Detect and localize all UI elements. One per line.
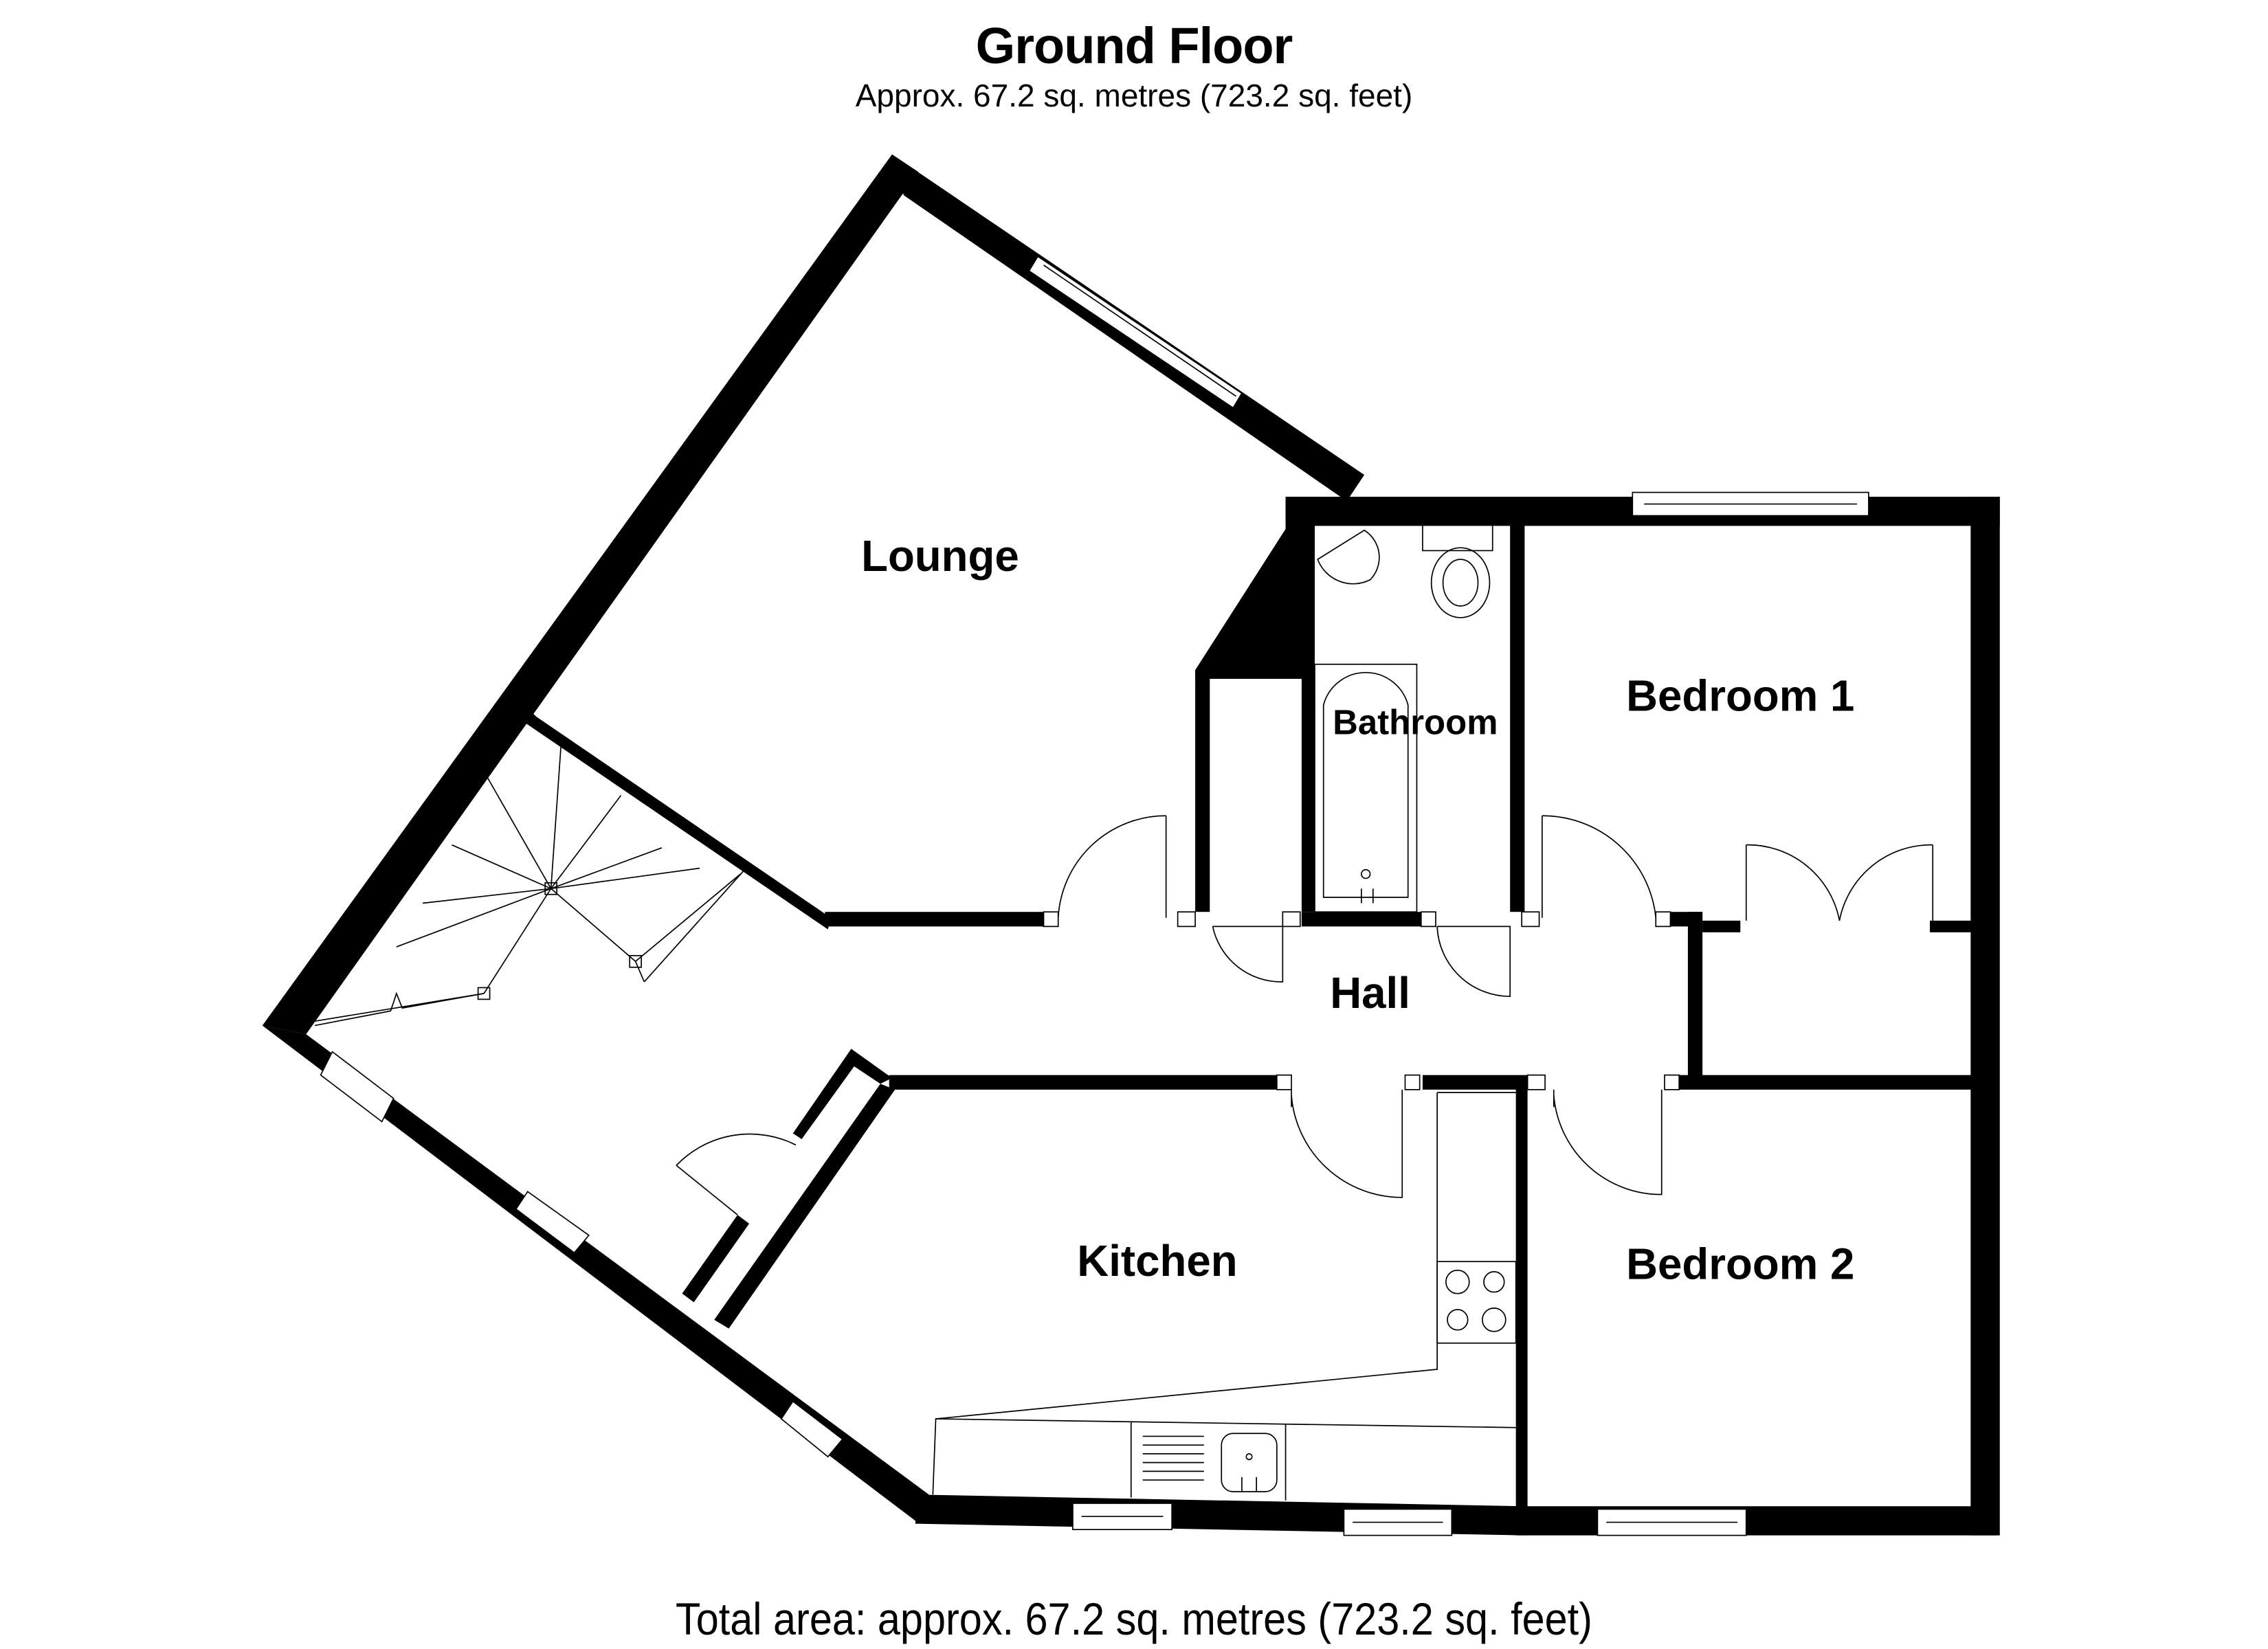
lounge-window [1028,255,1243,409]
room-label-bedroom1: Bedroom 1 [1626,672,1854,721]
kitchen-side-window [780,1400,844,1458]
lounge-door [1057,815,1167,918]
kitchen-door [1291,1089,1403,1198]
wash-basin [1317,529,1380,585]
windows [320,255,1869,1536]
cupboard-door [1212,926,1284,983]
floor-title: Ground Floor [975,17,1293,74]
bedroom1-door [1541,815,1657,918]
bathroom-fixtures [1314,524,1493,913]
room-label-hall: Hall [1330,969,1410,1018]
hob [1436,1261,1517,1344]
interior-walls [524,524,1974,1521]
sink-bowl [1221,1433,1278,1492]
drainer [1142,1435,1204,1481]
entrance-cupboard-door [676,1133,797,1215]
room-label-kitchen: Kitchen [1077,1237,1237,1286]
worktop-right [932,1092,1438,1495]
wardrobe-doors [1745,844,1934,921]
hall-window-2 [515,1191,590,1254]
hall-window-1 [320,1051,394,1123]
bathroom-door [1436,926,1511,998]
toilet-cistern [1422,524,1493,552]
room-label-bathroom: Bathroom [1333,703,1498,742]
total-area: Total area: approx. 67.2 sq. metres (723… [676,1593,1592,1644]
doors [676,815,1934,1215]
bath [1314,663,1418,913]
toilet-bowl [1430,547,1491,618]
floor-area-subtitle: Approx. 67.2 sq. metres (723.2 sq. feet) [855,78,1413,113]
room-label-lounge: Lounge [861,532,1019,581]
kitchen-fixtures [932,1092,1517,1501]
exterior-walls [262,154,2000,1536]
bedroom2-door [1553,1089,1663,1196]
staircase [306,743,744,1027]
room-label-bedroom2: Bedroom 2 [1626,1239,1854,1288]
